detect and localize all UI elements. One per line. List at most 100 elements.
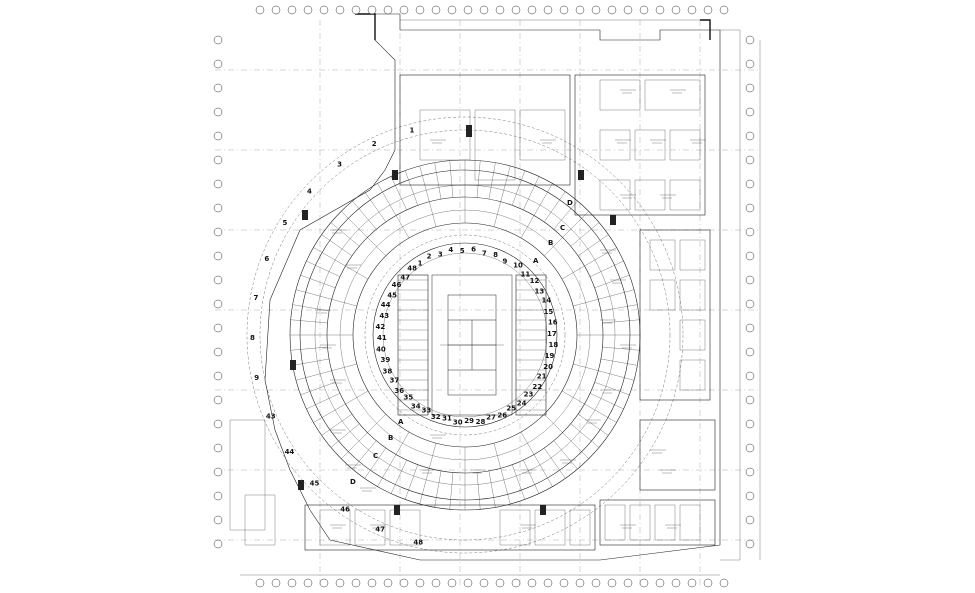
partition-wall xyxy=(313,247,369,280)
gate-number: 44 xyxy=(285,448,295,456)
seat-section-number: 48 xyxy=(407,264,417,272)
tennis-court xyxy=(431,274,513,416)
partition-wall xyxy=(577,414,609,436)
axis-bubble xyxy=(591,5,601,15)
axis-bubble xyxy=(213,539,223,549)
axis-bubble xyxy=(745,107,755,117)
gate-number: 46 xyxy=(340,506,350,514)
partition-wall xyxy=(594,382,630,396)
gate-number: 48 xyxy=(413,538,423,546)
axis-bubble xyxy=(213,443,223,453)
axis-bubble xyxy=(607,578,617,588)
axis-bubble xyxy=(399,5,409,15)
partition-wall xyxy=(377,431,410,487)
axis-bubble xyxy=(303,578,313,588)
axis-bubble xyxy=(213,251,223,261)
axis-bubble xyxy=(399,578,409,588)
axis-bubble xyxy=(745,203,755,213)
gate-number: 1 xyxy=(410,127,415,135)
seat-section-number: 35 xyxy=(404,394,414,402)
seat-section-number: 13 xyxy=(534,288,544,296)
axis-bubble xyxy=(687,5,697,15)
partition-wall xyxy=(377,183,410,239)
axis-bubble xyxy=(527,578,537,588)
seat-section-number: 16 xyxy=(548,318,558,326)
axis-bubble xyxy=(213,35,223,45)
partition-wall xyxy=(434,162,442,200)
site-boundary xyxy=(229,13,761,576)
seat-section-number: 46 xyxy=(392,281,402,289)
seat-section-number: 1 xyxy=(418,260,423,268)
partition-wall xyxy=(352,440,377,470)
axis-bubble xyxy=(543,5,553,15)
axis-bubble xyxy=(213,395,223,405)
gate-number: 6 xyxy=(264,255,269,263)
axis-bubble xyxy=(639,578,649,588)
axis-bubble xyxy=(655,5,665,15)
seat-section-number: 5 xyxy=(460,247,465,255)
axis-bubble xyxy=(745,155,755,165)
ring-letter: D xyxy=(350,478,356,486)
axis-bubble xyxy=(213,515,223,525)
seat-section-number: 23 xyxy=(524,390,534,398)
partition-wall xyxy=(520,431,553,487)
seat-section-number: 27 xyxy=(486,413,496,421)
partition-wall xyxy=(434,470,442,508)
axis-bubble xyxy=(575,5,585,15)
seat-section-number: 15 xyxy=(543,308,553,316)
axis-bubble xyxy=(745,59,755,69)
seat-section-number: 32 xyxy=(431,413,441,421)
gate-number: 7 xyxy=(253,294,258,302)
partition-wall xyxy=(594,274,630,288)
seat-section-number: 45 xyxy=(387,291,397,299)
axis-bubble xyxy=(671,578,681,588)
axis-bubble xyxy=(213,83,223,93)
axis-bubble xyxy=(511,5,521,15)
axis-bubble xyxy=(213,371,223,381)
axis-bubble xyxy=(745,251,755,261)
axis-bubble xyxy=(745,179,755,189)
partition-wall xyxy=(512,464,526,500)
partition-wall xyxy=(544,447,566,479)
partition-wall xyxy=(290,319,328,324)
partition-wall xyxy=(330,222,360,247)
seat-section-number: 31 xyxy=(442,415,452,423)
seat-section-number: 10 xyxy=(513,262,523,270)
axis-bubble xyxy=(745,371,755,381)
axis-bubble xyxy=(351,578,361,588)
north-building xyxy=(399,74,706,216)
axis-bubble xyxy=(671,5,681,15)
partition-wall xyxy=(292,358,330,366)
axis-bubble xyxy=(745,275,755,285)
gate-number: 47 xyxy=(375,525,385,533)
ring-letter: D xyxy=(567,199,573,207)
axis-bubble xyxy=(213,299,223,309)
axis-bubble xyxy=(655,578,665,588)
axis-bubble xyxy=(287,5,297,15)
partition-wall xyxy=(476,160,481,198)
partition-wall xyxy=(561,247,617,280)
axis-bubble xyxy=(447,5,457,15)
axis-bubble xyxy=(511,578,521,588)
axis-bubble xyxy=(255,5,265,15)
partition-wall xyxy=(493,165,511,227)
seat-section-number: 39 xyxy=(381,356,391,364)
partition-wall xyxy=(341,414,386,459)
axis-bubble xyxy=(543,578,553,588)
axis-bubble xyxy=(639,5,649,15)
seat-section-number: 18 xyxy=(549,341,559,349)
seat-section-number: 4 xyxy=(448,246,453,254)
partition-wall xyxy=(476,472,481,510)
south-block xyxy=(304,504,596,551)
axis-bubble xyxy=(479,5,489,15)
axis-bubble xyxy=(335,5,345,15)
axis-bubble xyxy=(745,467,755,477)
axis-bubble xyxy=(303,5,313,15)
axis-bubble xyxy=(495,5,505,15)
partition-wall xyxy=(561,390,617,423)
axis-bubble xyxy=(719,5,729,15)
partition-wall xyxy=(300,382,336,396)
partition-wall xyxy=(364,447,386,479)
